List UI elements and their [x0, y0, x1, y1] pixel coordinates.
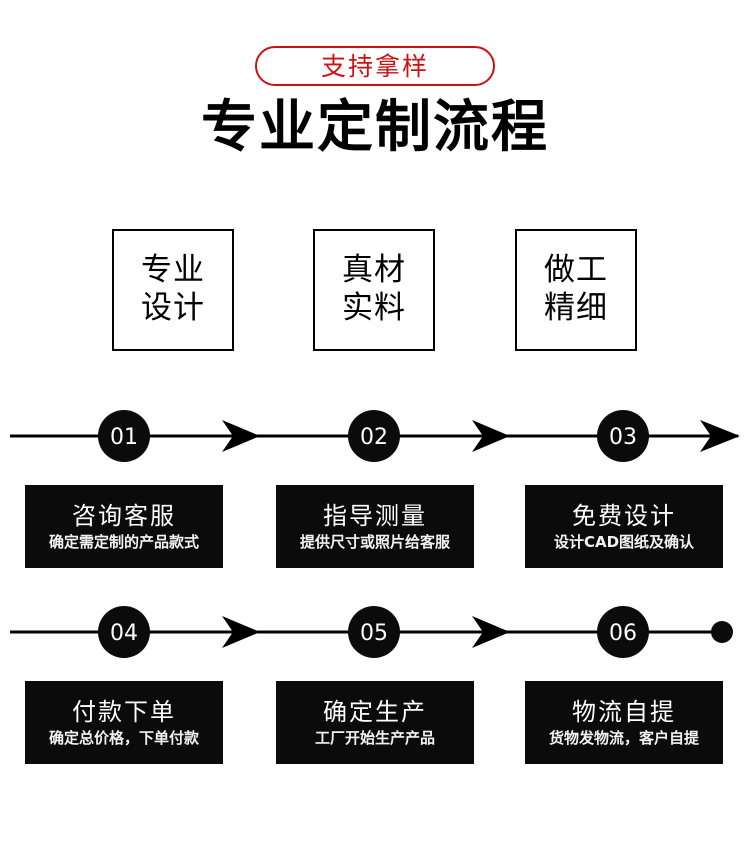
step-card-01-subtitle: 确定需定制的产品款式: [48, 532, 199, 551]
step-card-05-title: 确定生产: [323, 697, 427, 726]
sample-support-badge: 支持拿样: [255, 46, 495, 86]
feature-box-design-line2: 设计: [141, 290, 205, 326]
step-number-circle-03: [597, 410, 649, 462]
feature-box-material: 真材 实料: [313, 229, 435, 351]
feature-box-design-line1: 专业: [141, 252, 205, 289]
step-card-05: 确定生产 工厂开始生产产品: [276, 681, 474, 764]
step-number-label-03: 03: [609, 425, 637, 450]
step-card-04-subtitle: 确定总价格，下单付款: [48, 728, 199, 747]
step-number-label-06: 06: [609, 621, 637, 646]
feature-box-group: 专业 设计 真材 实料 做工 精细: [0, 229, 750, 353]
step-card-02-subtitle: 提供尺寸或照片给客服: [299, 532, 450, 551]
feature-box-design: 专业 设计: [112, 229, 234, 351]
feature-box-material-line1: 真材: [342, 252, 406, 289]
end-dot-icon: [711, 621, 733, 643]
step-number-label-05: 05: [360, 621, 388, 646]
step-number-circle-02: [348, 410, 400, 462]
page-title: 专业定制流程: [201, 95, 549, 160]
arrowhead-icon: [472, 616, 510, 648]
step-card-05-subtitle: 工厂开始生产产品: [314, 728, 435, 747]
step-card-06: 物流自提 货物发物流，客户自提: [525, 681, 723, 764]
arrowhead-icon: [222, 420, 260, 452]
step-card-03-title: 免费设计: [572, 501, 676, 530]
process-arrow-row-1: 01 02 03: [0, 408, 750, 464]
step-number-circle-05: [348, 606, 400, 658]
step-number-circle-01: [98, 410, 150, 462]
process-step-row-1: 咨询客服 确定需定制的产品款式 指导测量 提供尺寸或照片给客服 免费设计 设计C…: [0, 485, 750, 568]
step-number-label-04: 04: [110, 621, 138, 646]
feature-box-workmanship: 做工 精细: [515, 229, 637, 351]
step-number-circle-06: [597, 606, 649, 658]
arrowhead-icon: [472, 420, 510, 452]
process-step-row-2: 付款下单 确定总价格，下单付款 确定生产 工厂开始生产产品 物流自提 货物发物流…: [0, 681, 750, 764]
step-card-02-title: 指导测量: [323, 501, 427, 530]
arrowhead-icon: [700, 420, 740, 452]
step-card-03-subtitle: 设计CAD图纸及确认: [553, 532, 695, 551]
step-number-label-02: 02: [360, 425, 388, 450]
step-card-04: 付款下单 确定总价格，下单付款: [25, 681, 223, 764]
step-card-03: 免费设计 设计CAD图纸及确认: [525, 485, 723, 568]
step-card-04-title: 付款下单: [72, 697, 176, 726]
sample-support-badge-label: 支持拿样: [320, 51, 429, 81]
feature-box-workmanship-line2: 精细: [544, 290, 608, 326]
step-card-01: 咨询客服 确定需定制的产品款式: [25, 485, 223, 568]
feature-box-workmanship-line1: 做工: [544, 252, 608, 289]
step-card-06-title: 物流自提: [572, 697, 676, 726]
step-number-circle-04: [98, 606, 150, 658]
step-number-label-01: 01: [110, 425, 138, 450]
arrowhead-icon: [222, 616, 260, 648]
step-card-06-subtitle: 货物发物流，客户自提: [548, 728, 699, 747]
step-card-01-title: 咨询客服: [72, 501, 176, 530]
process-arrow-row-2: 04 05 06: [0, 604, 750, 660]
step-card-02: 指导测量 提供尺寸或照片给客服: [276, 485, 474, 568]
feature-box-material-line2: 实料: [342, 290, 406, 326]
